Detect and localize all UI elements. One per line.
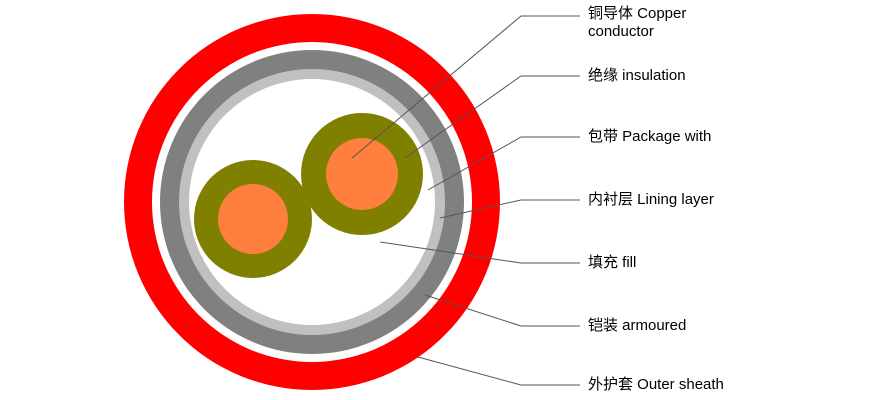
leader-insulation <box>404 75 580 159</box>
leader-fill <box>379 241 580 264</box>
label-copper-conductor: 铜导体 Copper conductor <box>588 5 687 40</box>
leader-armoured <box>424 294 580 327</box>
leader-outer-sheath <box>417 356 580 386</box>
label-fill: 填充 fill <box>588 254 637 271</box>
label-lining-layer: 内衬层 Lining layer <box>588 191 714 208</box>
label-package: 包带 Package with <box>588 128 712 145</box>
label-outer-sheath: 外护套 Outer sheath <box>588 376 724 393</box>
conductor-core-left <box>218 184 288 254</box>
label-insulation: 绝缘 insulation <box>588 67 686 84</box>
label-armoured: 铠装 armoured <box>588 317 687 334</box>
conductor-core-right <box>326 138 398 210</box>
leader-package <box>427 136 580 191</box>
leader-lining-layer <box>439 199 580 219</box>
leader-copper-conductor <box>351 15 580 159</box>
leader-lines <box>351 15 580 386</box>
